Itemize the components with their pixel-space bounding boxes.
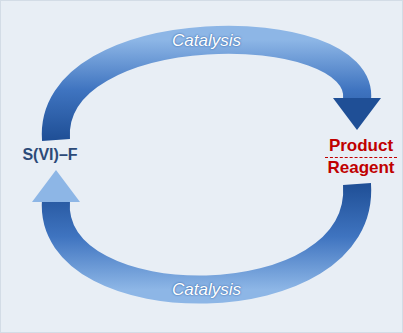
cycle-arrow: [32, 170, 357, 290]
arrow-head: [333, 98, 381, 130]
node-text: Reagent: [325, 158, 397, 178]
product-node: ProductReagent: [325, 136, 397, 178]
arrow-band: [56, 40, 357, 140]
edge-label: Catalysis: [172, 280, 241, 300]
arrow-head: [32, 170, 80, 202]
node-text: S(VI)–F: [20, 146, 80, 164]
edge-label: Catalysis: [172, 31, 241, 51]
arrow-band: [56, 184, 357, 290]
cycle-arrow: [56, 40, 381, 140]
node-text: Product: [325, 136, 397, 158]
reactant-node: S(VI)–F: [20, 146, 80, 164]
